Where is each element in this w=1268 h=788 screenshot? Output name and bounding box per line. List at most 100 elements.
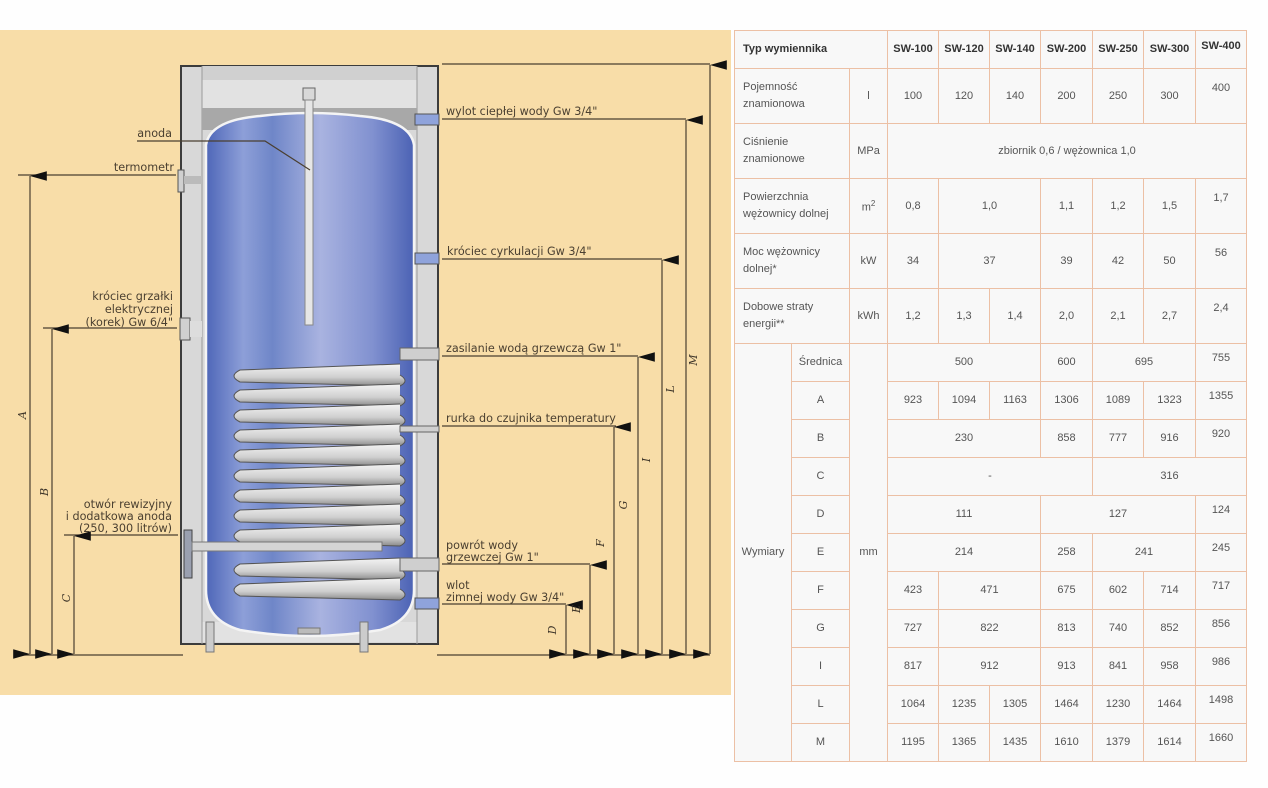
table-cell: 39	[1040, 233, 1093, 289]
table-cell: 755	[1195, 343, 1247, 382]
table-cell: 817	[887, 647, 939, 686]
dim-l-label: L	[791, 685, 850, 724]
table-cell: 111	[887, 495, 1041, 534]
model-sw-120: SW-120	[938, 30, 990, 69]
heat-loss-unit: kWh	[849, 288, 888, 344]
row-dim-f: F 423 471 675 602 714 717	[735, 571, 1247, 610]
table-cell: 42	[1092, 233, 1144, 289]
table-cell: 1614	[1143, 723, 1196, 762]
table-cell: 1,4	[989, 288, 1041, 344]
table-cell: 1,0	[938, 178, 1041, 234]
row-dim-g: G 727 822 813 740 852 856	[735, 609, 1247, 648]
model-sw-140: SW-140	[989, 30, 1041, 69]
table-cell: 1089	[1092, 381, 1144, 420]
heating-coil	[233, 363, 406, 601]
coil-turn	[233, 423, 406, 447]
coil-power-unit: kW	[849, 233, 888, 289]
table-cell: 958	[1143, 647, 1196, 686]
table-cell: 1,7	[1195, 178, 1247, 234]
table-cell: 1,2	[1092, 178, 1144, 234]
coil-turn	[233, 503, 406, 527]
table-cell: 230	[887, 419, 1041, 458]
table-cell: 1660	[1195, 723, 1247, 762]
table-cell: 1064	[887, 685, 939, 724]
table-cell: 124	[1195, 495, 1247, 534]
dim-e-label: E	[791, 533, 850, 572]
dim-m-label: M	[791, 723, 850, 762]
table-cell: -	[887, 457, 1093, 496]
coil-turn	[233, 443, 406, 467]
table-cell: 258	[1040, 533, 1093, 572]
table-cell: 813	[1040, 609, 1093, 648]
coil-turn	[233, 383, 406, 407]
row-diameter: Wymiary Średnica mm 500 600 695 755	[734, 343, 1247, 762]
table-cell: 1163	[989, 381, 1041, 420]
table-cell: 920	[1195, 419, 1247, 458]
table-cell: 695	[1092, 343, 1196, 382]
coil-turn	[233, 403, 406, 427]
dimensions-group-label: Wymiary	[734, 343, 792, 762]
table-cell: 241	[1092, 533, 1196, 572]
spec-table: Typ wymiennika SW-100 SW-120 SW-140 SW-2…	[734, 30, 1247, 762]
model-sw-250: SW-250	[1092, 30, 1144, 69]
table-cell: 127	[1040, 495, 1196, 534]
table-cell: 602	[1092, 571, 1144, 610]
label-inspection-3: (250, 300 litrów)	[79, 522, 172, 535]
dim-letter-f: F	[594, 539, 607, 548]
table-cell: 1305	[989, 685, 1041, 724]
table-cell: 717	[1195, 571, 1247, 610]
row-dim-i: I 817 912 913 841 958 986	[735, 647, 1247, 686]
dim-b-label: B	[791, 419, 850, 458]
dim-letter-a: A	[16, 411, 29, 420]
label-circulation: króciec cyrkulacji Gw 3/4"	[447, 245, 592, 258]
model-sw-300: SW-300	[1143, 30, 1196, 69]
table-cell: 245	[1195, 533, 1247, 572]
dimension-lines	[13, 60, 727, 659]
table-cell: 34	[887, 233, 939, 289]
label-thermometer: termometr	[114, 161, 175, 174]
table-cell: 50	[1143, 233, 1196, 289]
row-dim-m: M 1195 1365 1435 1610 1379 1614 1660	[735, 723, 1247, 762]
table-cell: 1323	[1143, 381, 1196, 420]
coil-area-unit: m2	[849, 178, 888, 234]
table-cell: 1355	[1195, 381, 1247, 420]
table-cell: 856	[1195, 609, 1247, 648]
label-cold-inlet-2: zimnej wody Gw 3/4"	[446, 591, 564, 604]
table-cell: 214	[887, 533, 1041, 572]
table-cell: 740	[1092, 609, 1144, 648]
row-dim-b: B 230 858 777 916 920	[735, 419, 1247, 458]
model-sw-200: SW-200	[1040, 30, 1093, 69]
label-heating-return-2: grzewczej Gw 1"	[446, 551, 539, 564]
label-hot-water-outlet: wylot ciepłej wody Gw 3/4"	[446, 105, 597, 118]
table-cell: 316	[1092, 457, 1247, 496]
coil-turn	[233, 577, 406, 601]
dimension-letters: A B C D E F G I L M	[16, 354, 700, 636]
table-cell: 600	[1040, 343, 1093, 382]
pressure-unit: MPa	[849, 123, 888, 179]
dim-letter-b: B	[38, 488, 51, 497]
table-cell: 822	[938, 609, 1041, 648]
table-cell: 714	[1143, 571, 1196, 610]
tank-cross-section: anoda termometr króciec grzałki elektryc…	[13, 60, 727, 659]
coil-turn	[233, 363, 406, 387]
dim-letter-c: C	[60, 593, 73, 602]
table-cell: 120	[938, 68, 990, 124]
label-cold-inlet-1: wlot	[446, 579, 470, 592]
table-cell: 1,2	[887, 288, 939, 344]
table-cell: 1498	[1195, 685, 1247, 724]
table-cell: 37	[938, 233, 1041, 289]
table-cell: 300	[1143, 68, 1196, 124]
table-cell: 400	[1195, 68, 1247, 124]
row-dim-e: E 214 258 241 245	[735, 533, 1247, 572]
anode	[302, 87, 316, 326]
row-dim-c: C - 316	[735, 457, 1247, 496]
table-cell: 200	[1040, 68, 1093, 124]
dim-letter-l: L	[664, 385, 677, 393]
